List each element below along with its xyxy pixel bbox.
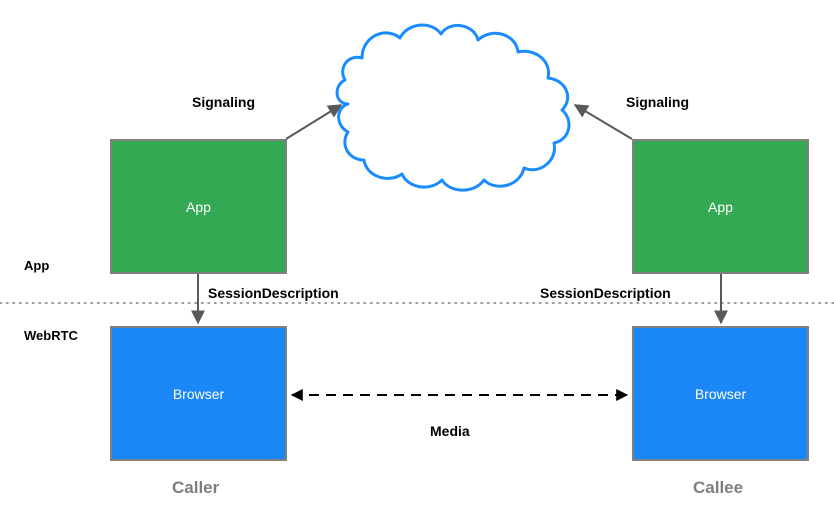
lane-label-webrtc: WebRTC — [24, 328, 78, 343]
media-label: Media — [430, 423, 470, 439]
app-box-caller[interactable]: App — [110, 139, 287, 274]
app-box-caller-label: App — [186, 198, 211, 215]
cloud-icon — [335, 23, 571, 192]
signaling-right-label: Signaling — [626, 94, 689, 110]
signaling-left-label: Signaling — [192, 94, 255, 110]
app-box-callee[interactable]: App — [632, 139, 809, 274]
signaling-right-arrow — [573, 104, 633, 140]
browser-box-caller[interactable]: Browser — [110, 326, 287, 461]
role-label-caller: Caller — [172, 478, 220, 497]
app-box-callee-label: App — [708, 198, 733, 215]
browser-box-callee[interactable]: Browser — [632, 326, 809, 461]
browser-box-caller-label: Browser — [172, 385, 225, 402]
session-description-right-label: SessionDescription — [540, 285, 671, 301]
role-label-callee: Callee — [693, 478, 744, 497]
signaling-left-arrow — [285, 104, 343, 140]
lane-label-app: App — [24, 258, 50, 273]
session-description-left-label: SessionDescription — [208, 285, 339, 301]
browser-box-callee-label: Browser — [694, 385, 747, 402]
